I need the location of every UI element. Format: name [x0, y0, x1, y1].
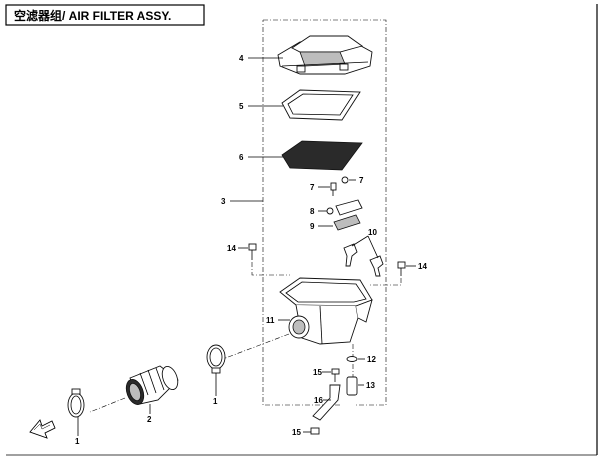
callout-15b: 15 — [292, 428, 301, 437]
title-box — [5, 4, 205, 26]
filter-cover-part — [277, 35, 373, 75]
drain-tube-part-16 — [312, 384, 341, 421]
clip-part-10a — [343, 243, 358, 267]
callout-10: 10 — [368, 228, 377, 237]
bolt-part-14b — [397, 261, 406, 276]
clip-part-10b — [369, 255, 384, 277]
callout-8: 8 — [310, 207, 315, 216]
callout-1a: 1 — [75, 437, 80, 446]
callout-4: 4 — [239, 54, 244, 63]
callout-2: 2 — [147, 415, 152, 424]
foam-part-9 — [333, 214, 361, 231]
callout-6: 6 — [239, 153, 244, 162]
callout-9: 9 — [310, 222, 315, 231]
callout-15a: 15 — [313, 368, 322, 377]
callout-16: 16 — [314, 396, 323, 405]
filter-element-part — [281, 140, 363, 171]
callout-12: 12 — [367, 355, 376, 364]
intake-hose-part-2 — [125, 365, 179, 405]
screw-part-7b — [341, 176, 349, 184]
callout-7b: 7 — [359, 176, 364, 185]
assembly-bracket — [262, 19, 387, 406]
clamp-part-12 — [346, 356, 358, 362]
clamp-part-15b — [310, 427, 320, 435]
airbox-housing-part-11 — [279, 277, 373, 345]
callout-3: 3 — [221, 197, 226, 206]
callout-14b: 14 — [418, 262, 427, 271]
front-direction-arrow-icon — [29, 419, 56, 439]
bolt-part-14a — [248, 243, 257, 260]
callout-7a: 7 — [310, 183, 315, 192]
clamp-part-15a — [331, 368, 340, 382]
filter-frame-part — [281, 89, 361, 121]
callout-13: 13 — [366, 381, 375, 390]
retainer-part-8 — [326, 199, 363, 216]
callout-1b: 1 — [213, 397, 218, 406]
drain-valve-part-13 — [346, 376, 358, 396]
hose-clamp-part-1b — [206, 344, 226, 374]
callout-5: 5 — [239, 102, 244, 111]
callout-11: 11 — [266, 316, 275, 325]
diagram-title: 空滤器组/ AIR FILTER ASSY. — [14, 8, 171, 23]
hose-clamp-part-1a — [67, 388, 85, 418]
screw-part-7a — [330, 182, 337, 196]
callout-14a: 14 — [227, 244, 236, 253]
